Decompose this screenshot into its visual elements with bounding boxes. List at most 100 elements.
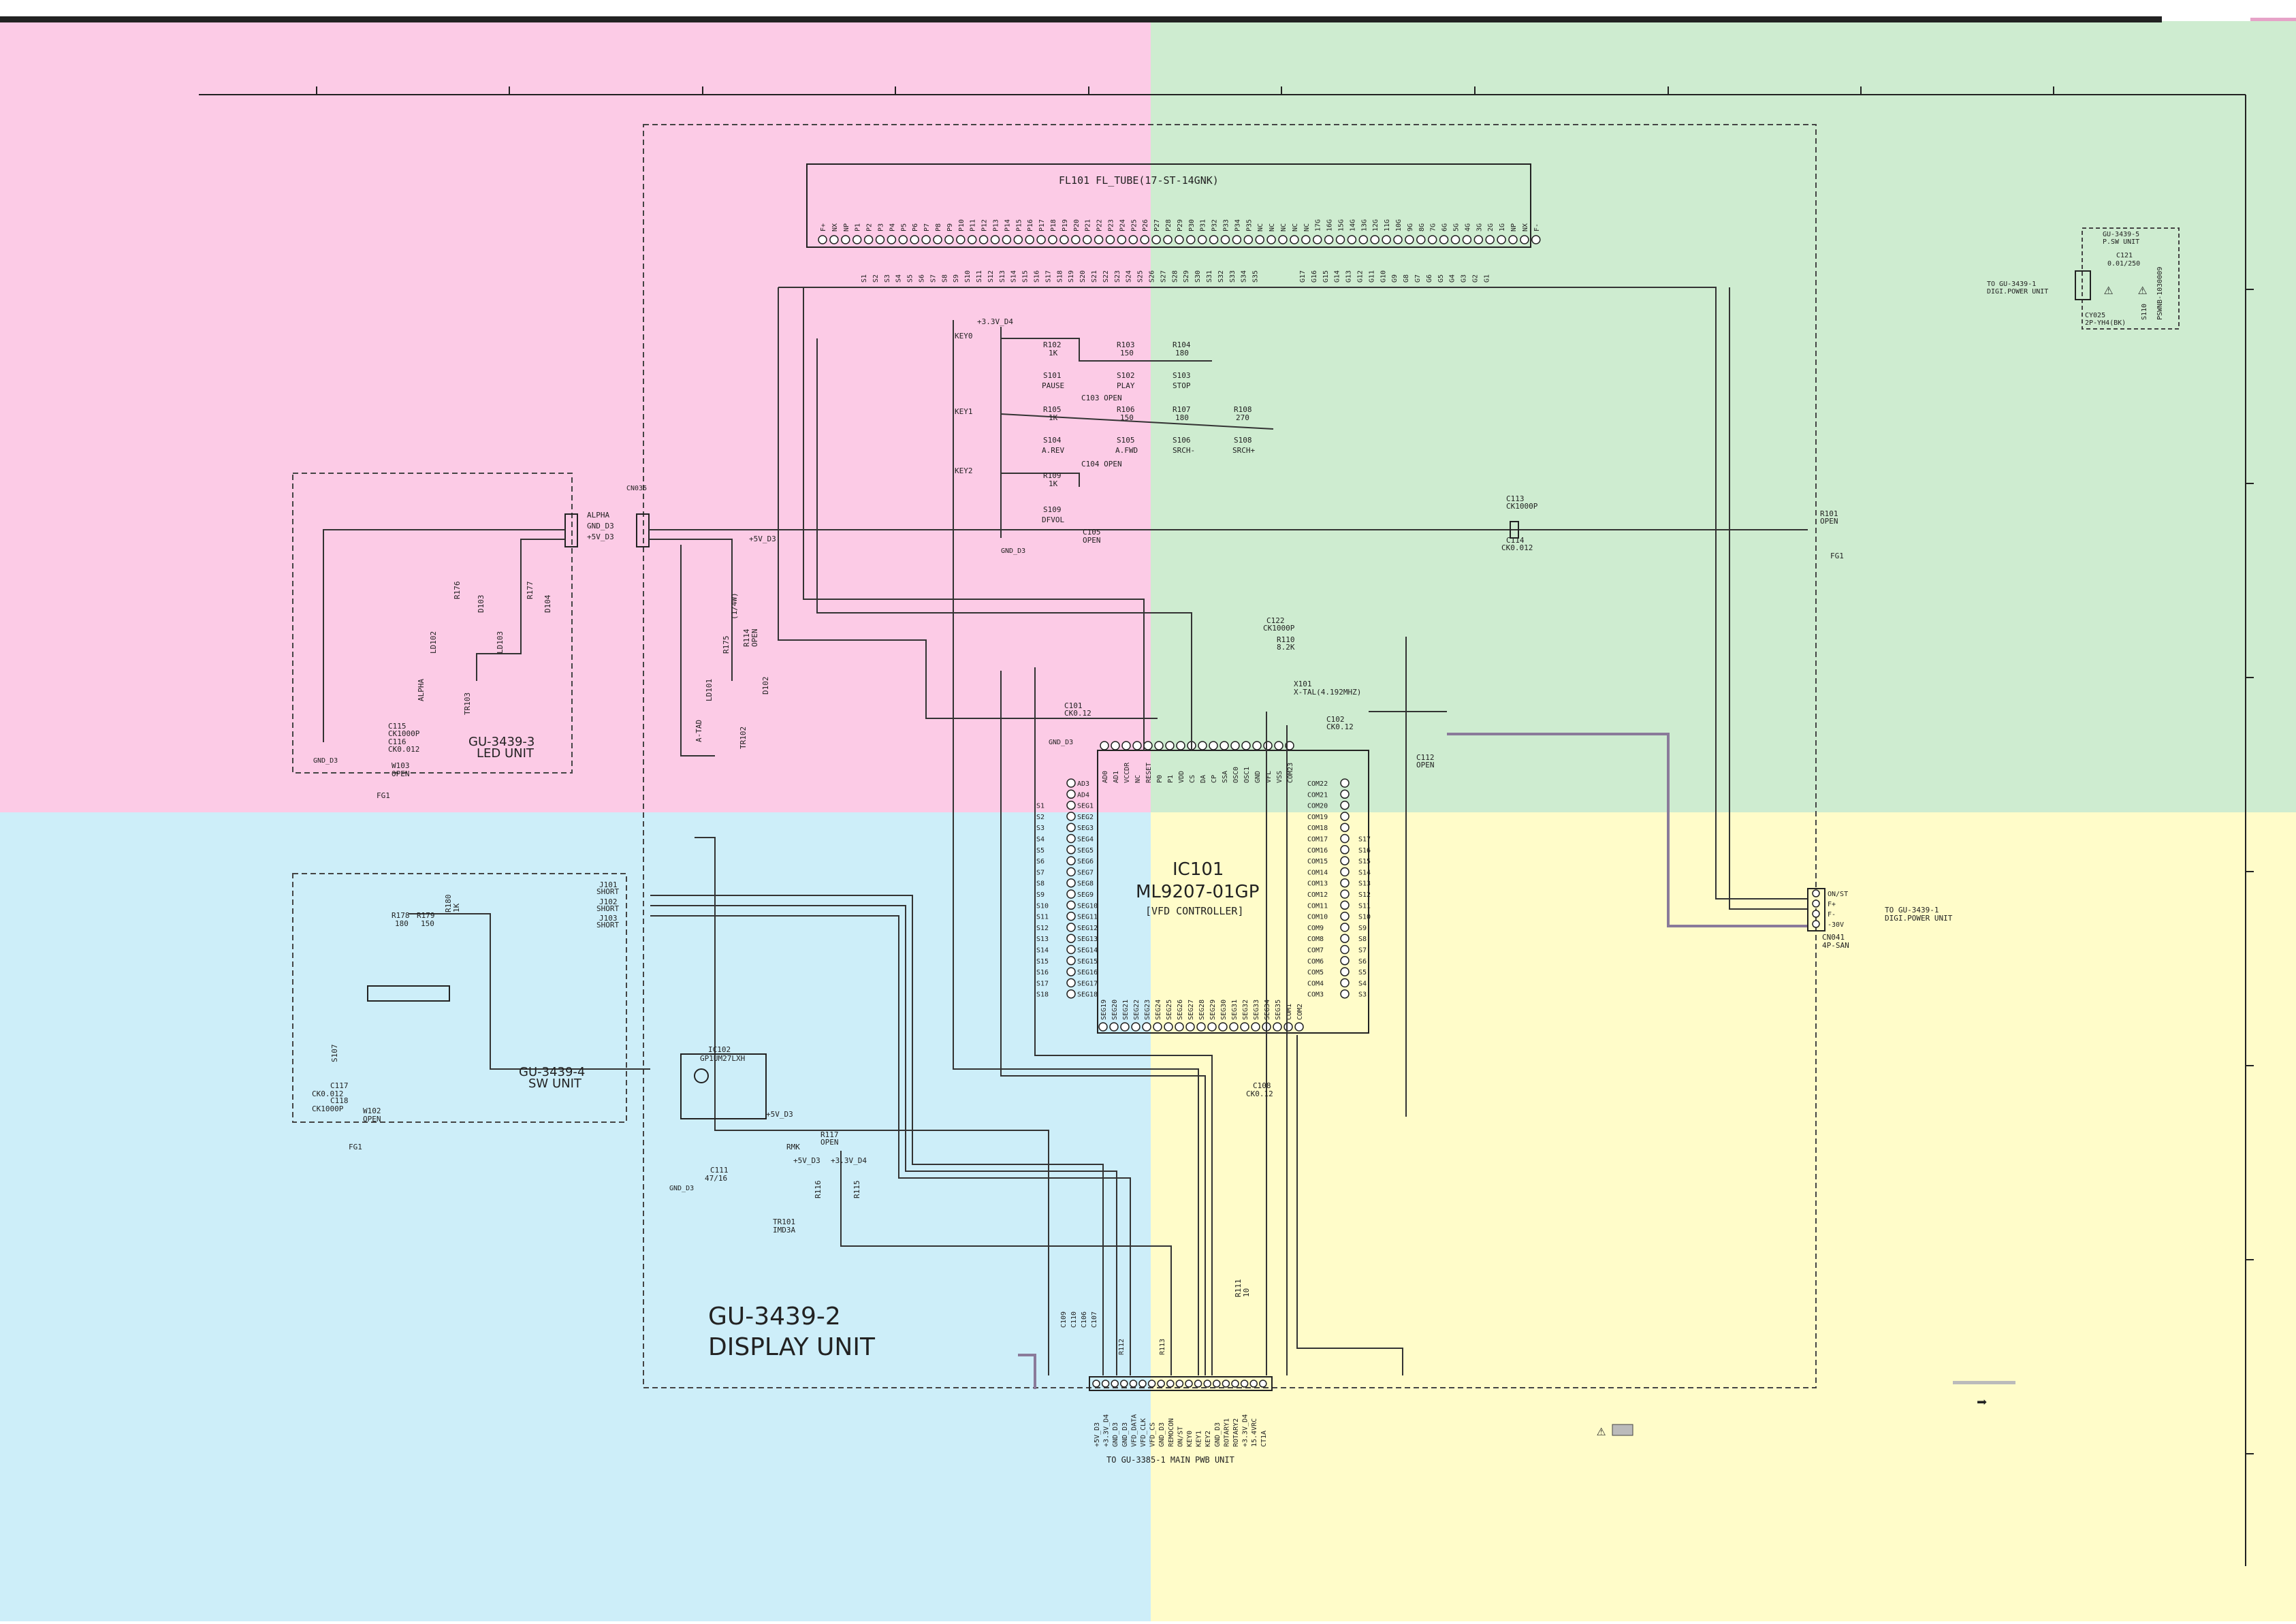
ic-bottom-pin-label: SEG29 xyxy=(1209,1000,1217,1020)
r176-label: R176 xyxy=(453,582,462,600)
ic-right-pin xyxy=(1340,944,1350,955)
fl-seg-label: S20 xyxy=(1079,270,1087,283)
c116-label: C116 xyxy=(388,737,406,746)
ic-bottom-pin xyxy=(1273,1022,1282,1032)
ic-bottom-pin-label: SEG24 xyxy=(1155,1000,1162,1020)
fl-pin xyxy=(956,235,966,244)
ic-right-net: S8 xyxy=(1358,936,1367,943)
r175-value: (1/4W) xyxy=(730,592,739,620)
ic-top-pin-label: VCCDR xyxy=(1123,762,1131,783)
fl-seg-label: S29 xyxy=(1183,270,1190,283)
ic-right-pin xyxy=(1340,967,1350,976)
ic-left-net: S15 xyxy=(1036,958,1049,966)
ic-left-pin-label: SEG13 xyxy=(1077,936,1098,943)
ic-top-pin xyxy=(1263,741,1273,750)
main-pin-label: GND_D3 xyxy=(1214,1422,1222,1447)
fl-pin-label: 11G xyxy=(1384,219,1391,232)
s102-name: PLAY xyxy=(1117,381,1135,390)
ic-left-pin xyxy=(1066,789,1076,799)
c115-value: CK1000P xyxy=(388,729,420,738)
fl-pin-label: P10 xyxy=(958,219,966,232)
fl-grid-label: G10 xyxy=(1380,270,1387,283)
ic-left-pin xyxy=(1066,978,1076,988)
ic-right-pin-label: COM11 xyxy=(1307,902,1328,910)
main-pin xyxy=(1231,1380,1239,1388)
display-unit-boundary xyxy=(643,124,1817,1388)
r105-value: 1K xyxy=(1049,413,1058,422)
fl-pin xyxy=(841,235,850,244)
cy025-value: 2P-YH4(BK) xyxy=(2085,319,2126,327)
fl-seg-label: S6 xyxy=(919,274,926,283)
legend-bus-line xyxy=(1953,1381,2015,1384)
fl-pin-label: P2 xyxy=(866,223,874,232)
fl-seg-label: S18 xyxy=(1056,270,1064,283)
cn041-pin-label: F- xyxy=(1828,911,1836,919)
warning-icon-1: ⚠ xyxy=(2104,281,2113,298)
main-pin-label: KEY0 xyxy=(1186,1431,1194,1447)
ic-bottom-pin xyxy=(1131,1022,1141,1032)
ic-left-net: S18 xyxy=(1036,991,1049,999)
fl-pin xyxy=(1071,235,1081,244)
ld101-label: LD101 xyxy=(705,679,714,701)
c121-label: C121 xyxy=(2116,252,2133,259)
ic101-part: ML9207-01GP xyxy=(1136,882,1259,902)
ic-left-pin-label: SEG3 xyxy=(1077,825,1094,832)
fl-seg-label: S9 xyxy=(953,274,960,283)
fl-pin-label: 6G xyxy=(1441,223,1449,232)
warning-icon: ⚠ xyxy=(1597,1422,1606,1439)
quadrant-top-left xyxy=(0,21,1151,812)
r104-label: R104 xyxy=(1173,340,1191,349)
fl-pin xyxy=(1082,235,1092,244)
fl-pin-label: P5 xyxy=(900,223,908,232)
ic-left-pin-label: SEG6 xyxy=(1077,858,1094,865)
ic-left-pin xyxy=(1066,911,1076,921)
main-pin xyxy=(1194,1380,1202,1388)
fl-pin-label: P4 xyxy=(889,223,896,232)
ic-left-net: S10 xyxy=(1036,902,1049,910)
fl-seg-label: S33 xyxy=(1229,270,1237,283)
ic-top-pin-label: VSS xyxy=(1276,771,1283,783)
fl-pin xyxy=(1427,235,1437,244)
fl-pin-label: P21 xyxy=(1085,219,1092,232)
w103-label: W103 xyxy=(392,761,410,770)
fl-pin xyxy=(1370,235,1380,244)
r110-label: R110 xyxy=(1277,635,1295,644)
ic-bottom-pin-label: SEG26 xyxy=(1177,1000,1184,1020)
c117-label: C117 xyxy=(330,1081,349,1090)
r102-value: 1K xyxy=(1049,349,1058,357)
gnd-d3-keys: GND_D3 xyxy=(1001,547,1025,555)
rotary-switch-s107 xyxy=(367,985,450,1002)
ic-left-pin-label: SEG8 xyxy=(1077,880,1094,888)
fl-seg-label: S14 xyxy=(1010,270,1018,283)
ic-bottom-pin xyxy=(1196,1022,1206,1032)
fl-seg-label: S26 xyxy=(1149,270,1156,283)
s110-label: S110 xyxy=(2141,304,2148,320)
ic-left-net: S14 xyxy=(1036,947,1049,955)
ic-left-net: S8 xyxy=(1036,880,1045,888)
ic101-ref: IC101 xyxy=(1173,859,1224,880)
ic-right-pin xyxy=(1340,789,1350,799)
ic-right-pin-label: COM20 xyxy=(1307,803,1328,810)
ic-right-net: S4 xyxy=(1358,980,1367,987)
c113-value: CK1000P xyxy=(1506,502,1538,511)
ic-bottom-pin xyxy=(1109,1022,1119,1032)
fl-pin xyxy=(887,235,897,244)
main-pin-label: KEY2 xyxy=(1205,1431,1212,1447)
fl-pin xyxy=(1255,235,1264,244)
fl-pin-label: NX xyxy=(1522,223,1529,232)
r107-label: R107 xyxy=(1173,405,1191,414)
ic-right-net: S6 xyxy=(1358,958,1367,966)
fl-pin xyxy=(1290,235,1299,244)
c122-value: CK1000P xyxy=(1263,624,1295,633)
c106-label: C106 xyxy=(1081,1311,1088,1328)
fg1-sw: FG1 xyxy=(349,1143,362,1151)
fl-pin-label: P16 xyxy=(1027,219,1034,232)
fl-pin xyxy=(863,235,874,244)
psw-title: P.SW UNIT xyxy=(2103,238,2139,246)
fl-pin xyxy=(829,235,839,244)
ic-right-pin xyxy=(1340,911,1350,921)
fl-pin-label: NP xyxy=(1510,223,1518,232)
s105-name: A.FWD xyxy=(1115,446,1138,455)
ic-bottom-pin-label: SEG20 xyxy=(1111,1000,1119,1020)
fl-pin-label: 4G xyxy=(1464,223,1471,232)
